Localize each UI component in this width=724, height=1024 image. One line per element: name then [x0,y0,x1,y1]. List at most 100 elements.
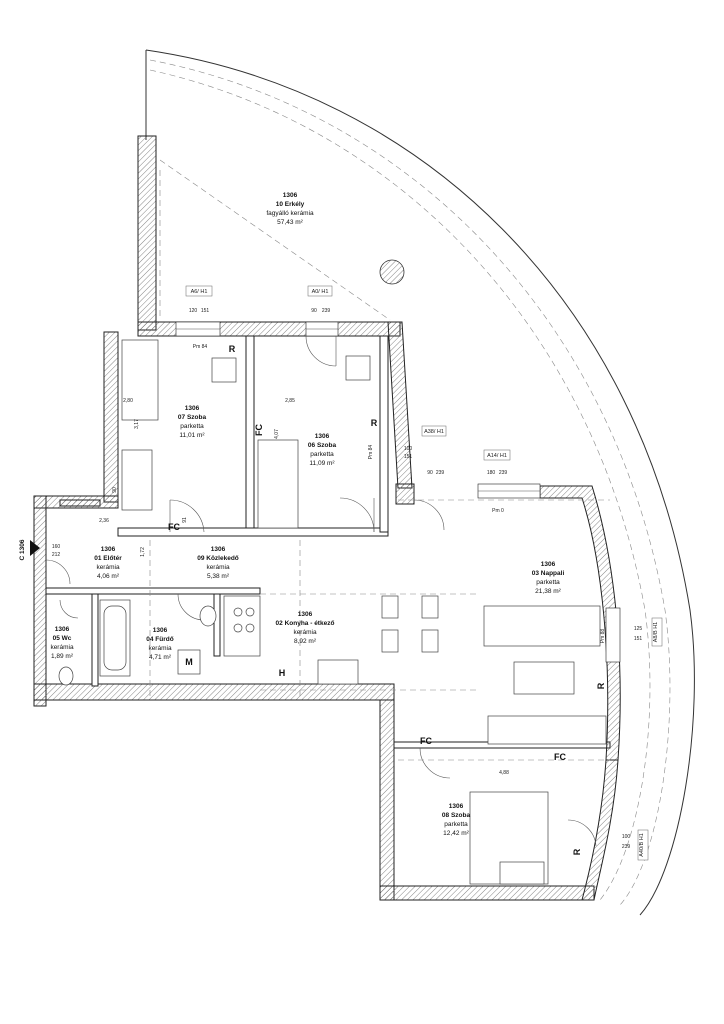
svg-text:4,88: 4,88 [499,770,509,776]
svg-text:03 Nappali: 03 Nappali [532,570,565,577]
svg-text:M: M [185,657,193,667]
svg-text:FC: FC [168,522,180,532]
svg-text:2,85: 2,85 [285,398,295,404]
svg-text:kerámia: kerámia [293,629,317,636]
balcony-column [379,259,405,285]
window-label-a38: A38/ H1 100 151 [404,425,447,460]
svg-text:parketta: parketta [536,579,560,586]
svg-text:fagyálló kerámia: fagyálló kerámia [266,210,314,217]
svg-text:H: H [279,668,286,678]
room-label-kozlekedo: 1306 09 Közlekedő kerámia 5,38 m² [197,546,239,580]
svg-text:4,06 m²: 4,06 m² [97,573,120,580]
svg-text:A0/ H1: A0/ H1 [312,289,329,295]
svg-text:10 Erkély: 10 Erkély [276,201,305,208]
svg-text:1306: 1306 [211,546,226,553]
svg-text:A38/ H1: A38/ H1 [424,429,444,435]
svg-text:1,89 m²: 1,89 m² [51,653,74,660]
svg-text:A8/B H1: A8/B H1 [653,622,659,642]
svg-text:A6/ H1: A6/ H1 [191,289,208,295]
svg-text:4,07: 4,07 [274,429,280,439]
svg-text:A14/ H1: A14/ H1 [487,453,507,459]
svg-text:151: 151 [634,636,643,642]
svg-text:57,43 m²: 57,43 m² [277,219,303,226]
svg-text:FC: FC [254,424,264,436]
svg-text:212: 212 [52,552,61,558]
svg-text:160: 160 [52,544,61,550]
svg-text:151: 151 [201,308,210,314]
svg-text:01 Előtér: 01 Előtér [94,555,122,562]
svg-text:11,09 m²: 11,09 m² [309,460,335,467]
balcony-diagonals [159,159,391,321]
room-label-nappali: 1306 03 Nappali parketta 21,38 m² [532,561,565,595]
room-label-furdo: 1306 04 Fürdő kerámia 4,71 m² [146,627,173,661]
window-openings [175,321,621,663]
window-label-a0: A0/ H1 90 239 [307,285,333,314]
svg-text:1306: 1306 [541,561,556,568]
svg-text:2,80: 2,80 [123,398,133,404]
svg-text:100: 100 [622,834,631,840]
window-label-a14: A14/ H1 180 239 [483,449,511,476]
svg-text:kerámia: kerámia [96,564,120,571]
svg-text:A40/B H1: A40/B H1 [639,833,645,857]
svg-text:Pm 84: Pm 84 [193,344,208,350]
svg-text:12,42 m²: 12,42 m² [443,830,469,837]
svg-text:180: 180 [487,470,496,476]
svg-text:21,38 m²: 21,38 m² [535,588,561,595]
svg-text:04 Fürdő: 04 Fürdő [146,636,173,643]
svg-text:90: 90 [427,470,433,476]
room-label-szoba08: 1306 08 Szoba parketta 12,42 m² [442,803,471,837]
room-label-szoba06: 1306 06 Szoba parketta 11,09 m² [308,433,337,467]
svg-text:09 Közlekedő: 09 Közlekedő [197,555,239,562]
svg-text:239: 239 [436,470,445,476]
room-label-szoba07: 1306 07 Szoba parketta 11,01 m² [178,405,207,439]
walls [33,135,621,901]
svg-text:8,92 m²: 8,92 m² [294,638,317,645]
svg-text:C 1306: C 1306 [19,539,26,560]
svg-text:11,01 m²: 11,01 m² [179,432,205,439]
svg-text:1306: 1306 [298,611,313,618]
svg-text:90: 90 [311,308,317,314]
svg-text:125: 125 [634,626,643,632]
svg-text:R: R [572,848,582,855]
svg-text:08 Szoba: 08 Szoba [442,812,471,819]
svg-text:1306: 1306 [185,405,200,412]
svg-text:R: R [371,418,378,428]
svg-text:FC: FC [420,736,432,746]
window-label-a6: A6/ H1 120 151 [185,285,213,314]
svg-text:05 Wc: 05 Wc [53,635,72,642]
svg-text:1306: 1306 [101,546,116,553]
svg-text:kerámia: kerámia [206,564,230,571]
svg-text:R: R [596,682,606,689]
room-label-eloter: 1306 01 Előtér kerámia 4,06 m² [94,546,122,580]
section-marker: C 1306 [19,539,40,560]
svg-text:91: 91 [182,517,188,523]
svg-text:239: 239 [499,470,508,476]
svg-text:1306: 1306 [283,192,298,199]
svg-text:90: 90 [112,487,118,493]
furniture [58,339,607,885]
svg-text:06 Szoba: 06 Szoba [308,442,337,449]
svg-text:120: 120 [189,308,198,314]
svg-text:2,36: 2,36 [99,518,109,524]
svg-text:02 Konyha - étkező: 02 Konyha - étkező [276,620,335,627]
svg-text:R: R [229,344,236,354]
grid-lines [149,499,610,761]
room-label-wc: 1306 05 Wc kerámia 1,89 m² [50,626,74,660]
svg-text:Pm 0: Pm 0 [492,508,504,514]
room-label-erkely: 1306 10 Erkély fagyálló kerámia 57,43 m² [266,192,314,226]
svg-text:Pm 84: Pm 84 [368,445,374,460]
svg-text:1306: 1306 [55,626,70,633]
svg-text:parketta: parketta [444,821,468,828]
svg-text:FC: FC [554,752,566,762]
svg-text:07 Szoba: 07 Szoba [178,414,207,421]
svg-text:239: 239 [322,308,331,314]
room-label-konyha: 1306 02 Konyha - étkező kerámia 8,92 m² [276,611,335,645]
svg-text:100: 100 [404,446,413,452]
svg-text:239: 239 [622,844,631,850]
svg-text:1306: 1306 [449,803,464,810]
window-label-a40b: A40/B H1 100 239 [622,829,649,861]
markers: R R R R FC FC FC FC M H Pm 84 Pm 84 Pm 0… [168,344,606,855]
balcony-outline [145,49,695,916]
svg-text:parketta: parketta [180,423,204,430]
